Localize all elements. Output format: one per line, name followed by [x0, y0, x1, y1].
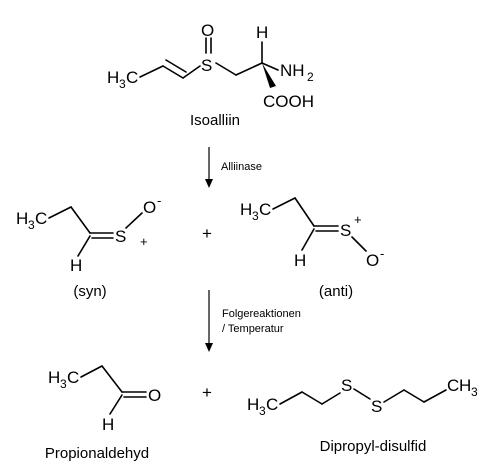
arrow-head — [205, 179, 213, 188]
double-bond-line — [165, 59, 187, 73]
propanal-h3c-h: H — [48, 368, 60, 387]
anti-isomer-structure: H 3 C H S + O - (anti) — [240, 197, 384, 300]
dipropyl-disulfide-structure: H 3 C S S C H 3 Dipropyl-disulfid — [247, 376, 478, 455]
isoalliin-cooh: COOH — [263, 92, 314, 111]
bond — [70, 206, 91, 234]
syn-h3c-3: 3 — [28, 218, 35, 232]
dipropyl-disulfide-name: Dipropyl-disulfid — [320, 438, 427, 455]
isoalliin-h3c-3: 3 — [119, 77, 126, 91]
plus-sign-1: + — [202, 224, 212, 243]
bond — [321, 392, 341, 405]
anti-plus-charge: + — [354, 212, 362, 227]
anti-minus-charge: - — [380, 246, 384, 261]
bond — [80, 365, 103, 378]
disulfide-right-3: 3 — [471, 385, 478, 399]
isoalliin-h3c-h: H — [107, 68, 119, 87]
bond — [279, 391, 303, 405]
propanal-hydrogen: H — [102, 415, 114, 434]
bond — [272, 197, 296, 210]
bond — [109, 394, 123, 415]
disulfide-left-3: 3 — [259, 404, 266, 418]
bond — [353, 388, 371, 400]
propionaldehyde-structure: H 3 C O H Propionaldehyd — [45, 365, 161, 462]
syn-isomer-structure: H 3 C H S + O - (syn) — [16, 193, 161, 300]
syn-h3c-c: C — [35, 209, 47, 228]
anti-hydrogen: H — [294, 251, 306, 270]
propanal-oxygen: O — [148, 386, 161, 405]
arrow-head — [205, 343, 213, 352]
bond — [301, 228, 315, 251]
folgereaktionen-label: Folgereaktionen — [222, 308, 301, 320]
alliinase-label: Alliinase — [221, 161, 262, 173]
syn-minus-charge: - — [157, 193, 161, 208]
reaction-arrow-1: Alliinase — [205, 147, 262, 188]
disulfide-sulfur-1: S — [341, 376, 352, 395]
bond — [215, 62, 237, 76]
syn-sulfur: S — [115, 227, 126, 246]
bond — [261, 62, 279, 71]
wedge-bond — [262, 63, 276, 88]
syn-oxygen: O — [143, 198, 156, 217]
bond — [125, 212, 143, 229]
isoalliin-structure: H 3 C S O H NH 2 COOH Isoalliin — [107, 21, 314, 129]
anti-h3c-3: 3 — [252, 209, 259, 223]
bond — [48, 206, 72, 219]
disulfide-right-h: H — [459, 376, 471, 395]
bond — [139, 65, 164, 78]
propionaldehyde-name: Propionaldehyd — [45, 445, 149, 462]
bond — [383, 389, 405, 403]
isoalliin-h3c-c: C — [126, 68, 138, 87]
disulfide-left-h: H — [247, 395, 259, 414]
isoalliin-nh2-sub: 2 — [307, 70, 314, 84]
disulfide-right-c: C — [447, 376, 459, 395]
reaction-arrow-2: Folgereaktionen / Temperatur — [205, 290, 301, 352]
plus-sign-2: + — [202, 383, 212, 402]
bond — [182, 65, 201, 79]
bond — [162, 65, 184, 79]
anti-oxygen: O — [366, 251, 379, 270]
bond — [294, 197, 315, 227]
bond — [301, 391, 323, 405]
isoalliin-oxygen: O — [201, 21, 214, 40]
bond — [235, 62, 263, 76]
isoalliin-name: Isoalliin — [190, 112, 240, 129]
isoalliin-hydrogen: H — [256, 23, 268, 42]
syn-label: (syn) — [73, 283, 106, 300]
bond — [77, 235, 91, 257]
disulfide-left-c: C — [266, 395, 278, 414]
bond — [351, 236, 367, 252]
bond — [101, 365, 123, 393]
anti-h3c-c: C — [259, 200, 271, 219]
bond — [423, 389, 447, 403]
temperatur-label: / Temperatur — [222, 323, 284, 335]
isoalliin-sulfur: S — [201, 56, 212, 75]
bond — [403, 389, 425, 403]
syn-plus-charge: + — [140, 234, 148, 249]
propanal-h3c-c: C — [67, 368, 79, 387]
syn-hydrogen: H — [70, 256, 82, 275]
isoalliin-nh: NH — [280, 61, 305, 80]
syn-h3c-h: H — [16, 209, 28, 228]
anti-sulfur: S — [340, 221, 351, 240]
anti-label: (anti) — [319, 283, 353, 300]
anti-h3c-h: H — [240, 200, 252, 219]
propanal-h3c-3: 3 — [60, 377, 67, 391]
disulfide-sulfur-2: S — [371, 397, 382, 416]
